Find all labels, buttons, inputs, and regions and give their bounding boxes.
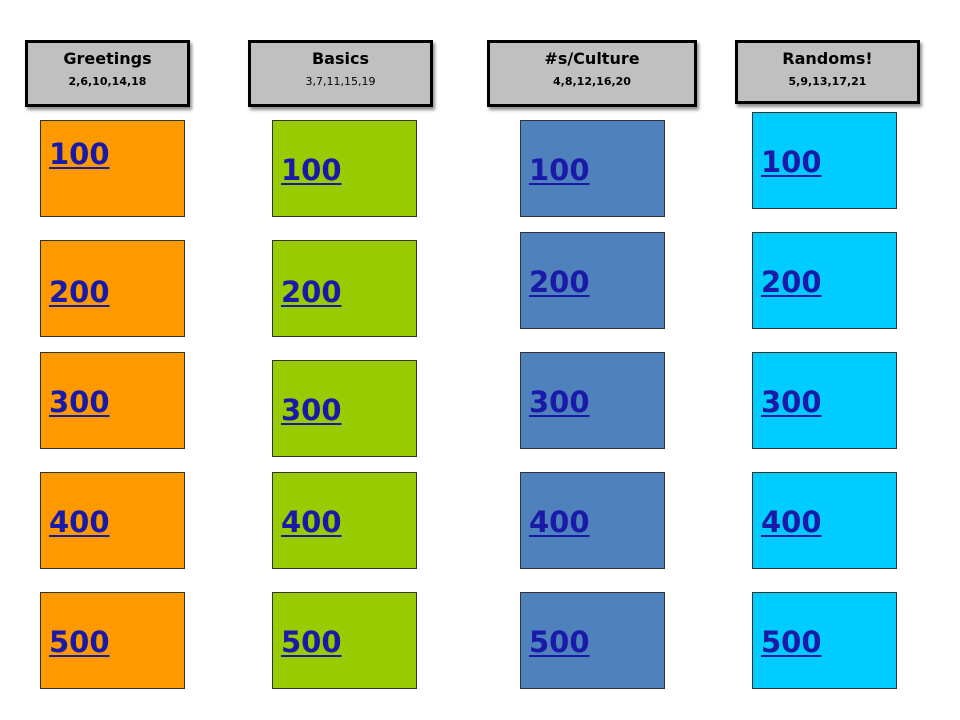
tile-value-link[interactable]: 300 xyxy=(761,385,822,419)
tile-value-link[interactable]: 400 xyxy=(281,505,342,539)
category-subtitle: 5,9,13,17,21 xyxy=(788,75,867,88)
tile-value-link[interactable]: 200 xyxy=(49,275,110,309)
tile-greetings-400[interactable]: 400 xyxy=(40,472,185,569)
tile-value-link[interactable]: 500 xyxy=(529,625,590,659)
tile-basics-300[interactable]: 300 xyxy=(272,360,417,457)
tile-basics-200[interactable]: 200 xyxy=(272,240,417,337)
category-subtitle: 3,7,11,15,19 xyxy=(305,75,376,88)
tile-value-link[interactable]: 400 xyxy=(761,505,822,539)
tile-value-link[interactable]: 200 xyxy=(761,265,822,299)
tile-value-link[interactable]: 400 xyxy=(529,505,590,539)
tile-value-link[interactable]: 300 xyxy=(281,393,342,427)
tile-basics-100[interactable]: 100 xyxy=(272,120,417,217)
category-header-randoms: Randoms! 5,9,13,17,21 xyxy=(735,40,920,104)
tile-value-link[interactable]: 500 xyxy=(761,625,822,659)
tile-culture-200[interactable]: 200 xyxy=(520,232,665,329)
tile-culture-400[interactable]: 400 xyxy=(520,472,665,569)
tile-randoms-500[interactable]: 500 xyxy=(752,592,897,689)
category-title: Randoms! xyxy=(782,49,873,68)
category-title: #s/Culture xyxy=(544,49,640,68)
tile-value-link[interactable]: 100 xyxy=(529,153,590,187)
category-header-basics: Basics 3,7,11,15,19 xyxy=(248,40,433,107)
tile-randoms-100[interactable]: 100 xyxy=(752,112,897,209)
category-title: Greetings xyxy=(63,49,152,68)
tile-value-link[interactable]: 500 xyxy=(49,625,110,659)
tile-value-link[interactable]: 500 xyxy=(281,625,342,659)
tile-randoms-400[interactable]: 400 xyxy=(752,472,897,569)
tile-value-link[interactable]: 100 xyxy=(281,153,342,187)
category-header-greetings: Greetings 2,6,10,14,18 xyxy=(25,40,190,107)
tile-value-link[interactable]: 200 xyxy=(281,275,342,309)
tile-basics-500[interactable]: 500 xyxy=(272,592,417,689)
tile-greetings-300[interactable]: 300 xyxy=(40,352,185,449)
tile-greetings-200[interactable]: 200 xyxy=(40,240,185,337)
tile-value-link[interactable]: 300 xyxy=(529,385,590,419)
category-header-culture: #s/Culture 4,8,12,16,20 xyxy=(487,40,697,107)
tile-culture-300[interactable]: 300 xyxy=(520,352,665,449)
tile-culture-100[interactable]: 100 xyxy=(520,120,665,217)
tile-basics-400[interactable]: 400 xyxy=(272,472,417,569)
tile-randoms-200[interactable]: 200 xyxy=(752,232,897,329)
category-subtitle: 4,8,12,16,20 xyxy=(553,75,631,88)
category-title: Basics xyxy=(311,49,369,68)
tile-value-link[interactable]: 400 xyxy=(49,505,110,539)
tile-value-link[interactable]: 300 xyxy=(49,385,110,419)
tile-randoms-300[interactable]: 300 xyxy=(752,352,897,449)
tile-value-link[interactable]: 100 xyxy=(49,137,110,171)
tile-value-link[interactable]: 200 xyxy=(529,265,590,299)
tile-greetings-500[interactable]: 500 xyxy=(40,592,185,689)
category-subtitle: 2,6,10,14,18 xyxy=(68,75,147,88)
tile-value-link[interactable]: 100 xyxy=(761,145,822,179)
tile-culture-500[interactable]: 500 xyxy=(520,592,665,689)
tile-greetings-100[interactable]: 100 xyxy=(40,120,185,217)
